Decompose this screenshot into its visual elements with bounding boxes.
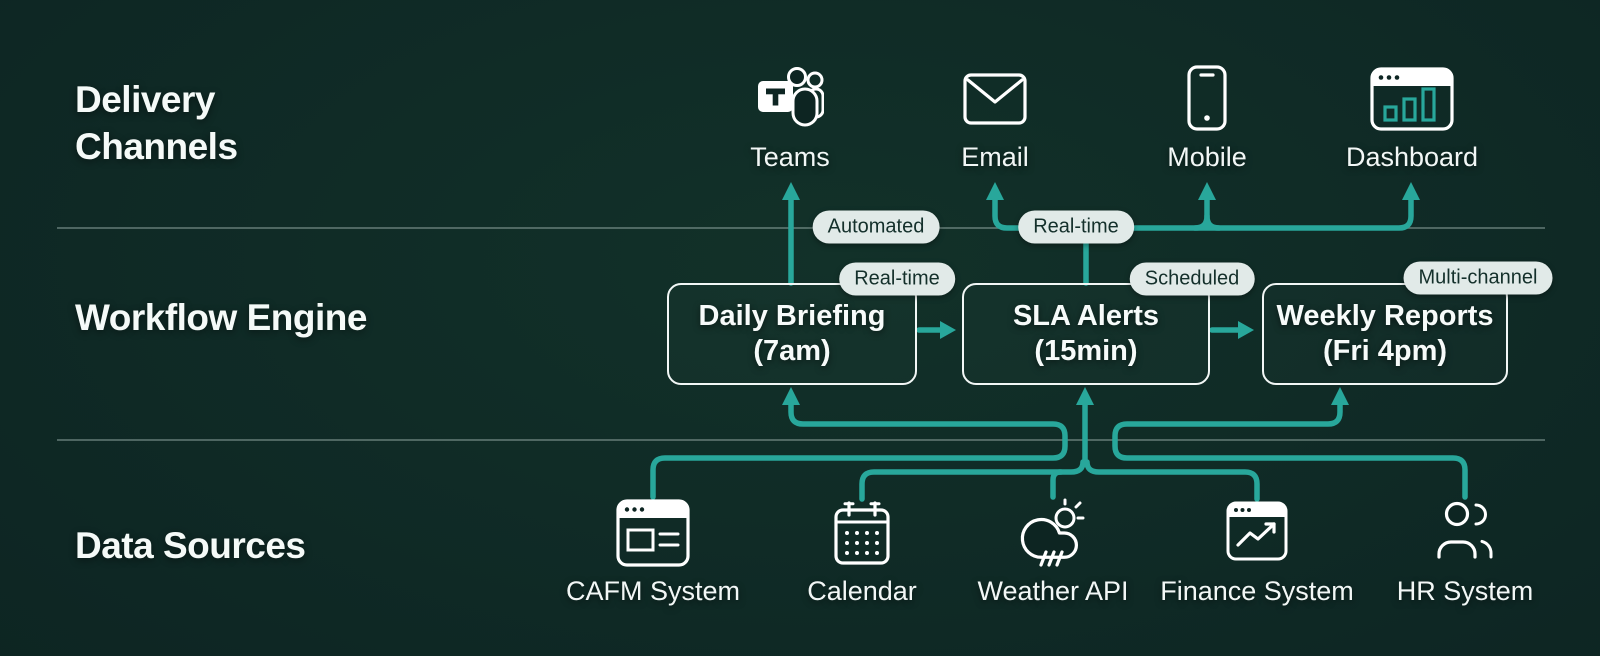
connector-mobile-branch-fillet [1204,213,1222,231]
section-title-data-sources: Data Sources [75,525,306,566]
hr-system-icon [1436,500,1494,564]
source-label-finance-system: Finance System [1160,576,1354,606]
connector-inner-bus-left [859,459,1086,502]
flow-badge-automated: Automated [812,210,940,244]
workflow-title: Daily Briefing [698,300,886,332]
arrow-up-weekly-reports [1331,387,1349,405]
calendar-icon [834,501,890,565]
source-label-hr-system: HR System [1396,576,1534,606]
flow-arrowheads [782,182,1420,405]
workflow-title: Weekly Reports [1276,300,1494,332]
workflow-subtitle: (7am) [753,335,831,367]
workflow-box-weekly-reports: Weekly Reports (Fri 4pm) [1262,283,1508,385]
arrow-up-daily-briefing [782,387,800,405]
badge-sla-alerts-scheduled: Scheduled [1129,262,1255,296]
mobile-icon [1187,65,1227,131]
channel-label-dashboard: Dashboard [1345,142,1479,172]
cafm-system-icon [616,499,690,567]
weather-api-icon [1017,498,1089,568]
workflow-title: SLA Alerts [1012,300,1160,332]
connector-inner-bus-right [1084,459,1260,502]
arrow-right-daily-to-sla [940,321,956,339]
arrow-right-sla-to-weekly [1238,321,1254,339]
section-title-workflow-engine: Workflow Engine [75,297,367,338]
badge-weekly-reports-multi-channel: Multi-channel [1403,261,1553,295]
arrow-up-teams [782,182,800,200]
connector-weather-riser [1050,469,1064,500]
arrow-up-mobile [1198,182,1216,200]
source-label-weather-api: Weather API [977,576,1129,606]
channel-label-email: Email [961,142,1029,172]
section-title-delivery-channels: Delivery Channels [75,79,238,167]
arrow-up-sla-alerts [1076,387,1094,405]
dashboard-icon [1370,67,1454,131]
workflow-subtitle: (Fri 4pm) [1322,335,1448,367]
channel-label-teams: Teams [750,142,830,172]
flow-lines [650,197,1468,502]
finance-system-icon [1226,501,1288,561]
badge-daily-briefing-real-time: Real-time [839,262,955,296]
channel-label-mobile: Mobile [1167,142,1247,172]
flow-badge-real-time: Real-time [1018,210,1134,244]
email-icon [963,73,1027,125]
workflow-subtitle: (15min) [1034,335,1138,367]
arrow-up-dashboard [1402,182,1420,200]
connector-outer-bus-left [650,402,1068,500]
connector-outer-bus-right [1112,402,1468,500]
source-label-calendar: Calendar [807,576,917,606]
arrow-up-email [986,182,1004,200]
workflow-box-sla-alerts: SLA Alerts (15min) [962,283,1210,385]
source-label-cafm-system: CAFM System [565,576,741,606]
workflow-box-daily-briefing: Daily Briefing (7am) [667,283,917,385]
teams-icon [756,63,824,129]
